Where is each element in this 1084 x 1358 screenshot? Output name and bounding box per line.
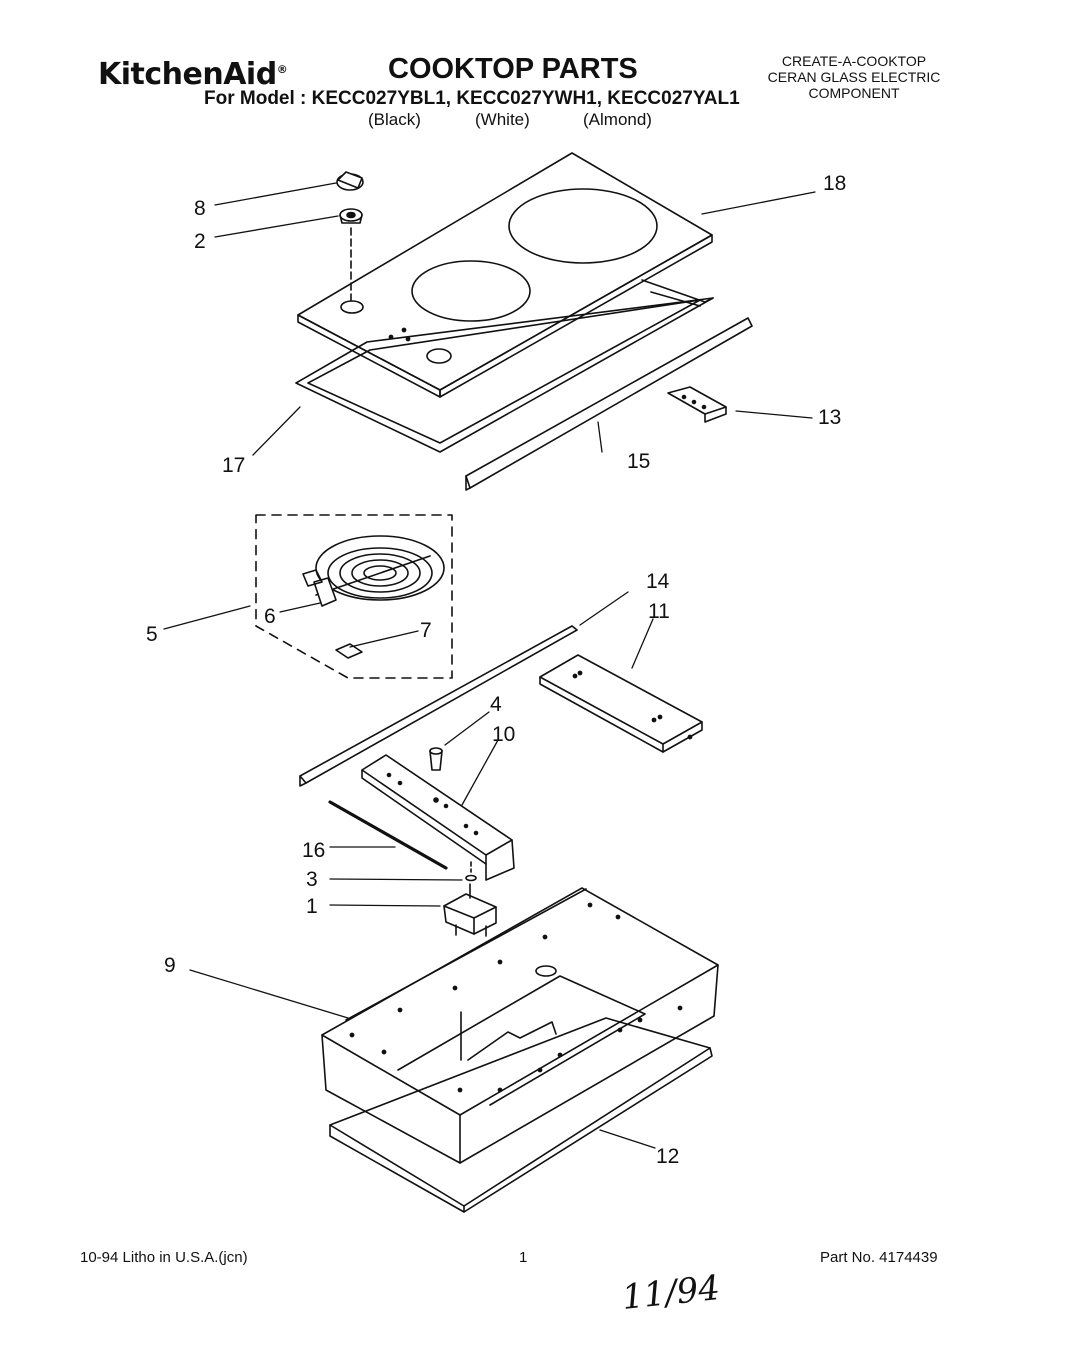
callout-12: 12: [656, 1145, 680, 1168]
glass-cooktop-part-18: [297, 152, 713, 398]
spacer-part-3: [465, 861, 477, 882]
callout-7: 7: [420, 619, 432, 642]
rod-part-16: [328, 800, 448, 870]
bottom-plate-part-12: [329, 1017, 713, 1213]
color-label-white: (White): [475, 110, 530, 129]
callout-16: 16: [302, 839, 326, 862]
gasket-frame-part-17: [295, 279, 714, 453]
callout-3: 3: [306, 868, 318, 891]
side-note-line: CERAN GLASS ELECTRIC: [767, 69, 941, 85]
large-burner-zone: [508, 188, 658, 264]
callout-17: 17: [222, 454, 246, 477]
print-info: 10-94 Litho in U.S.A.(jcn): [80, 1249, 248, 1266]
screw-part-4: [429, 747, 443, 771]
kitchenaid-logo: KitchenAid®: [98, 57, 288, 92]
infinite-switch-part-1: [443, 883, 497, 937]
chassis-box-part-9: [321, 887, 719, 1164]
side-note-line: CREATE-A-COOKTOP: [781, 53, 927, 69]
indicator-light-hole: [426, 348, 452, 364]
knob-bezel-part-2: [339, 208, 363, 224]
callout-5: 5: [146, 623, 158, 646]
color-label-almond: (Almond): [583, 110, 652, 129]
handwritten-date-note: 11/94: [620, 1267, 722, 1319]
callout-13: 13: [818, 406, 842, 429]
control-knob-hole: [340, 300, 364, 314]
clip-part-7: [335, 643, 363, 659]
callout-leader-lines: [163, 182, 816, 1149]
bracket-part-13: [667, 386, 727, 423]
control-knob-part-8: [336, 171, 364, 191]
callout-18: 18: [823, 172, 847, 195]
model-line: For Model : KECC027YBL1, KECC027YWH1, KE…: [204, 88, 740, 109]
trim-strip-part-15: [465, 317, 753, 491]
color-label-black: (Black): [368, 110, 421, 129]
small-burner-zone: [411, 260, 531, 322]
callout-6: 6: [264, 605, 276, 628]
side-note-line: COMPONENT: [808, 85, 900, 101]
radiant-element-part-5: [315, 535, 445, 601]
cover-plate-part-11: [539, 654, 703, 753]
strip-part-14: [299, 625, 578, 787]
callout-4: 4: [490, 693, 502, 716]
callout-11: 11: [648, 600, 670, 623]
limiter-part-6: [313, 577, 337, 607]
part-number: Part No. 4174439: [820, 1249, 938, 1266]
callout-1: 1: [306, 895, 318, 918]
switch-bracket-part-10: [361, 754, 515, 881]
callout-8: 8: [194, 197, 206, 220]
product-category-note: CREATE-A-COOKTOP CERAN GLASS ELECTRIC CO…: [764, 53, 944, 101]
callout-15: 15: [627, 450, 651, 473]
callout-10: 10: [492, 723, 516, 746]
element-assembly-part-5: [255, 514, 453, 679]
page-title: COOKTOP PARTS: [388, 53, 638, 85]
callout-2: 2: [194, 230, 206, 253]
callout-9: 9: [164, 954, 176, 977]
callout-14: 14: [646, 570, 670, 593]
registered-mark: ®: [276, 63, 288, 76]
page-number: 1: [519, 1249, 528, 1266]
